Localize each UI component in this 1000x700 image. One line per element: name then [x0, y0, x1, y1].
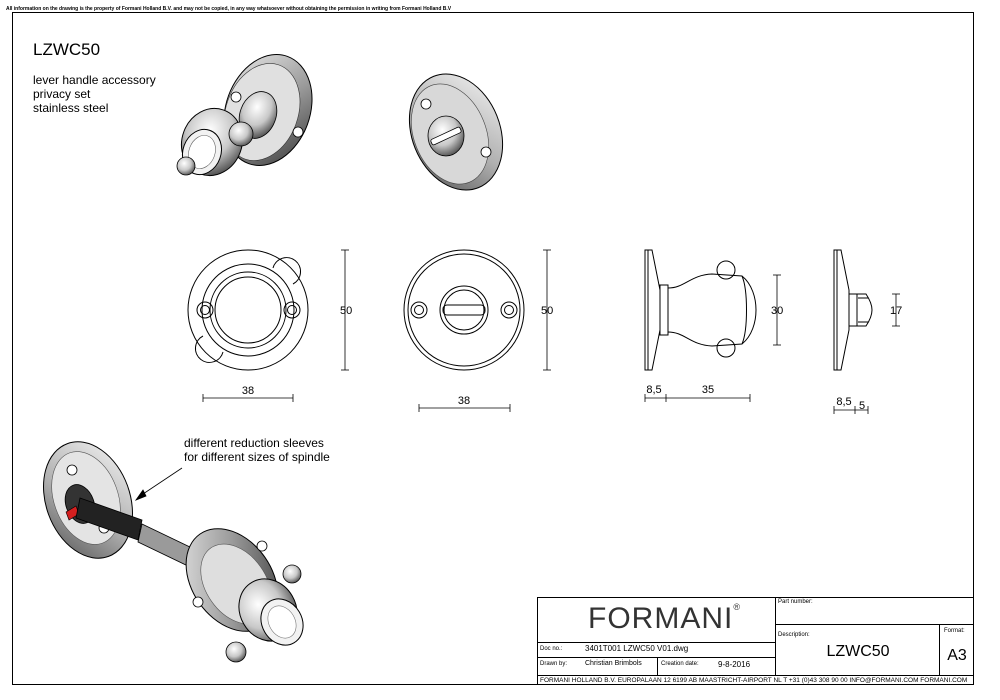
product-desc-line-1: lever handle accessory: [33, 73, 156, 87]
drawing-frame: [12, 12, 974, 685]
product-code: LZWC50: [33, 40, 101, 59]
brand-logo: FORMANI®: [588, 602, 741, 635]
dim-front2-height: 50: [541, 305, 553, 317]
title-block-grid: [537, 597, 974, 685]
sleeve-annotation-line-2: for different sizes of spindle: [184, 450, 330, 464]
part-number-label: Part number:: [778, 599, 813, 605]
description-label: Description:: [778, 632, 810, 638]
doc-no-value: 3401T001 LZWC50 V01.dwg: [585, 644, 689, 653]
description-value: LZWC50: [826, 643, 890, 660]
product-desc-line-3: stainless steel: [33, 101, 109, 115]
side-view-knob: [644, 249, 757, 371]
dim-side2-plate: 8,5: [836, 396, 851, 408]
render-knob-assembly: [176, 54, 313, 177]
render-exploded-assembly: [43, 441, 304, 663]
dim-front1-height: 50: [340, 305, 352, 317]
sleeve-annotation: different reduction sleeves for differen…: [184, 436, 330, 464]
side-view-2-dimensions: [833, 293, 900, 414]
product-desc-line-2: privacy set: [33, 87, 91, 101]
side-view-indicator: [833, 249, 873, 371]
render-indicator-rose: [408, 73, 504, 191]
format-label: Format:: [944, 628, 965, 634]
side-view-1-dimensions: [644, 274, 781, 402]
creation-date-label: Creation date:: [661, 661, 699, 667]
dim-side1-height: 30: [771, 305, 783, 317]
dim-front1-width: 38: [242, 385, 254, 397]
format-value: A3: [947, 647, 967, 664]
front-view-knob-rose: [187, 249, 309, 371]
front-view-2-dimensions: [418, 249, 551, 412]
annotation-leader: [134, 467, 183, 501]
dim-side2-depth: 5: [859, 400, 865, 412]
dim-side2-height: 17: [890, 305, 902, 317]
front-view-indicator-rose: [403, 249, 525, 371]
drawn-by-value: Christian Brimbols: [585, 660, 642, 667]
dim-front2-width: 38: [458, 395, 470, 407]
copyright-notice: All information on the drawing is the pr…: [6, 6, 452, 12]
front-view-1-dimensions: [202, 249, 349, 402]
dim-side1-plate: 8,5: [646, 384, 661, 396]
doc-no-label: Doc no.:: [540, 646, 563, 652]
dim-side1-depth: 35: [702, 384, 714, 396]
sleeve-annotation-line-1: different reduction sleeves: [184, 436, 324, 450]
creation-date-value: 9-8-2016: [718, 660, 751, 669]
drawn-by-label: Drawn by:: [540, 661, 568, 667]
company-footer: FORMANI HOLLAND B.V. EUROPALAAN 12 6199 …: [540, 677, 968, 684]
